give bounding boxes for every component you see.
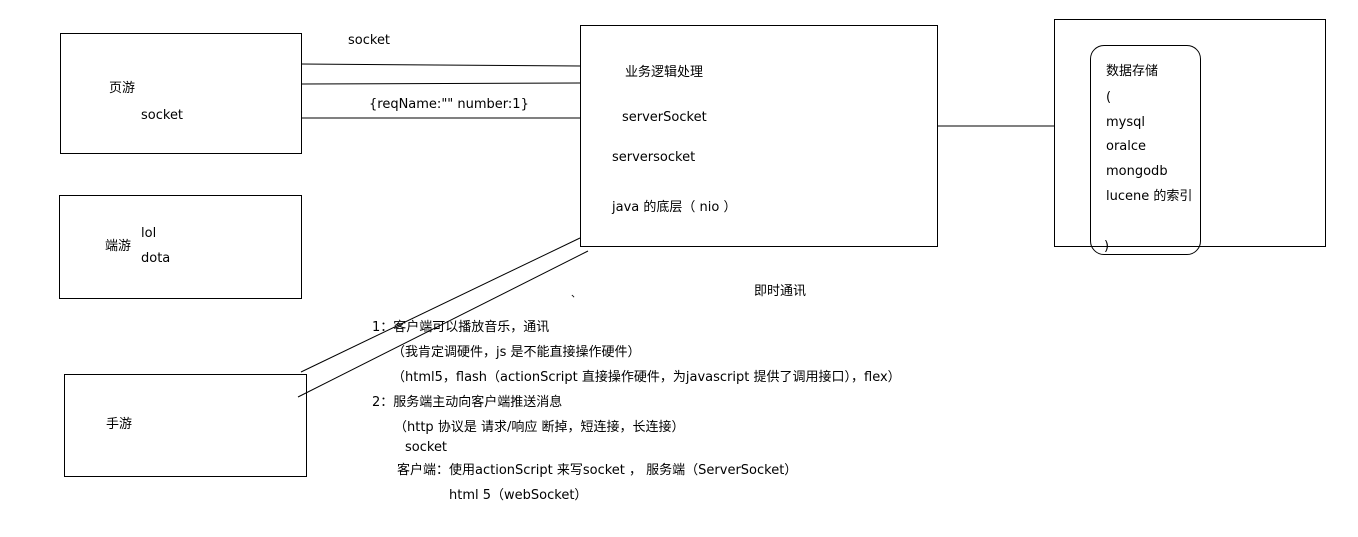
storage-title: 数据存储 [1106, 64, 1159, 79]
storage-item-mysql: mysql [1106, 115, 1145, 130]
web-game-protocol: socket [141, 108, 184, 123]
connection-request-label: {reqName:"" number:1} [369, 97, 529, 112]
note-line-4: 2：服务端主动向客户端推送消息 [372, 395, 563, 410]
storage-close-paren: ) [1104, 239, 1110, 254]
note-line-3: （html5，flash（actionScript 直接操作硬件，为javasc… [392, 370, 901, 385]
web-game-box: 页游 socket [60, 33, 302, 154]
storage-open-paren: ( [1106, 90, 1112, 105]
server-java-nio: java 的底层（ nio ） [612, 200, 737, 215]
storage-item-mongodb: mongodb [1106, 164, 1168, 179]
web-to-server-line-2 [300, 82, 582, 85]
note-line-7: 客户端：使用actionScript 来写socket ， 服务端（Server… [397, 463, 798, 478]
notes-title: 即时通讯 [754, 284, 807, 299]
pc-game-example-lol: lol [141, 226, 157, 241]
mobile-game-box: 手游 [64, 374, 307, 477]
server-business-logic: 业务逻辑处理 [625, 65, 704, 80]
note-line-6: socket [405, 440, 448, 455]
pc-game-title: 端游 [105, 239, 132, 254]
note-line-8: html 5（webSocket） [449, 488, 588, 503]
stray-mark: 、 [571, 289, 581, 300]
note-line-2: （我肯定调硬件，js 是不能直接操作硬件） [392, 345, 641, 360]
mobile-to-server-line-2 [297, 250, 589, 398]
server-socket-label-1: serverSocket [622, 110, 707, 125]
server-box: 业务逻辑处理 serverSocket serversocket java 的底… [580, 25, 938, 247]
server-socket-label-2: serversocket [612, 150, 696, 165]
web-game-title: 页游 [109, 81, 136, 96]
storage-inner-outline [1090, 45, 1201, 255]
mobile-game-title: 手游 [106, 417, 133, 432]
storage-item-lucene: lucene 的索引 [1106, 189, 1193, 204]
pc-game-box: 端游 lol dota [59, 195, 302, 299]
storage-item-oralce: oralce [1106, 139, 1147, 154]
note-line-5: （http 协议是 请求/响应 断掉，短连接，长连接） [394, 420, 685, 435]
connection-socket-label: socket [348, 33, 391, 48]
note-line-1: 1：客户端可以播放音乐，通讯 [372, 320, 550, 335]
mobile-to-server-line-1 [300, 237, 581, 373]
web-to-server-line-1 [300, 63, 582, 67]
pc-game-example-dota: dota [141, 251, 171, 266]
